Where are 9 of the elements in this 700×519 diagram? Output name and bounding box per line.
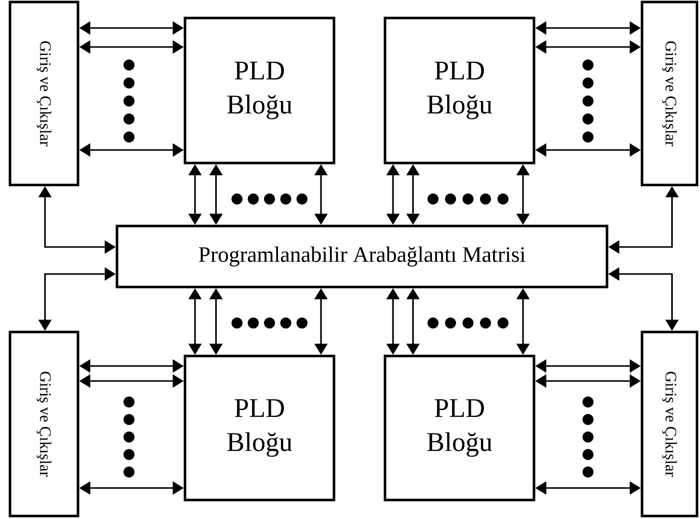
pld-block-box: PLD Bloğu [384,354,536,502]
io-box: Giriş ve Çıkışlar [8,0,80,186]
pld-block-box: PLD Bloğu [184,16,336,164]
pld-block-box: PLD Bloğu [384,16,536,164]
io-box: Giriş ve Çıkışlar [640,0,698,186]
matrix-box: Programlanabilir Arabağlantı Matrisi [116,224,608,288]
pld-block-box: PLD Bloğu [184,354,336,502]
io-box: Giriş ve Çıkışlar [640,330,698,518]
io-box: Giriş ve Çıkışlar [8,330,80,518]
